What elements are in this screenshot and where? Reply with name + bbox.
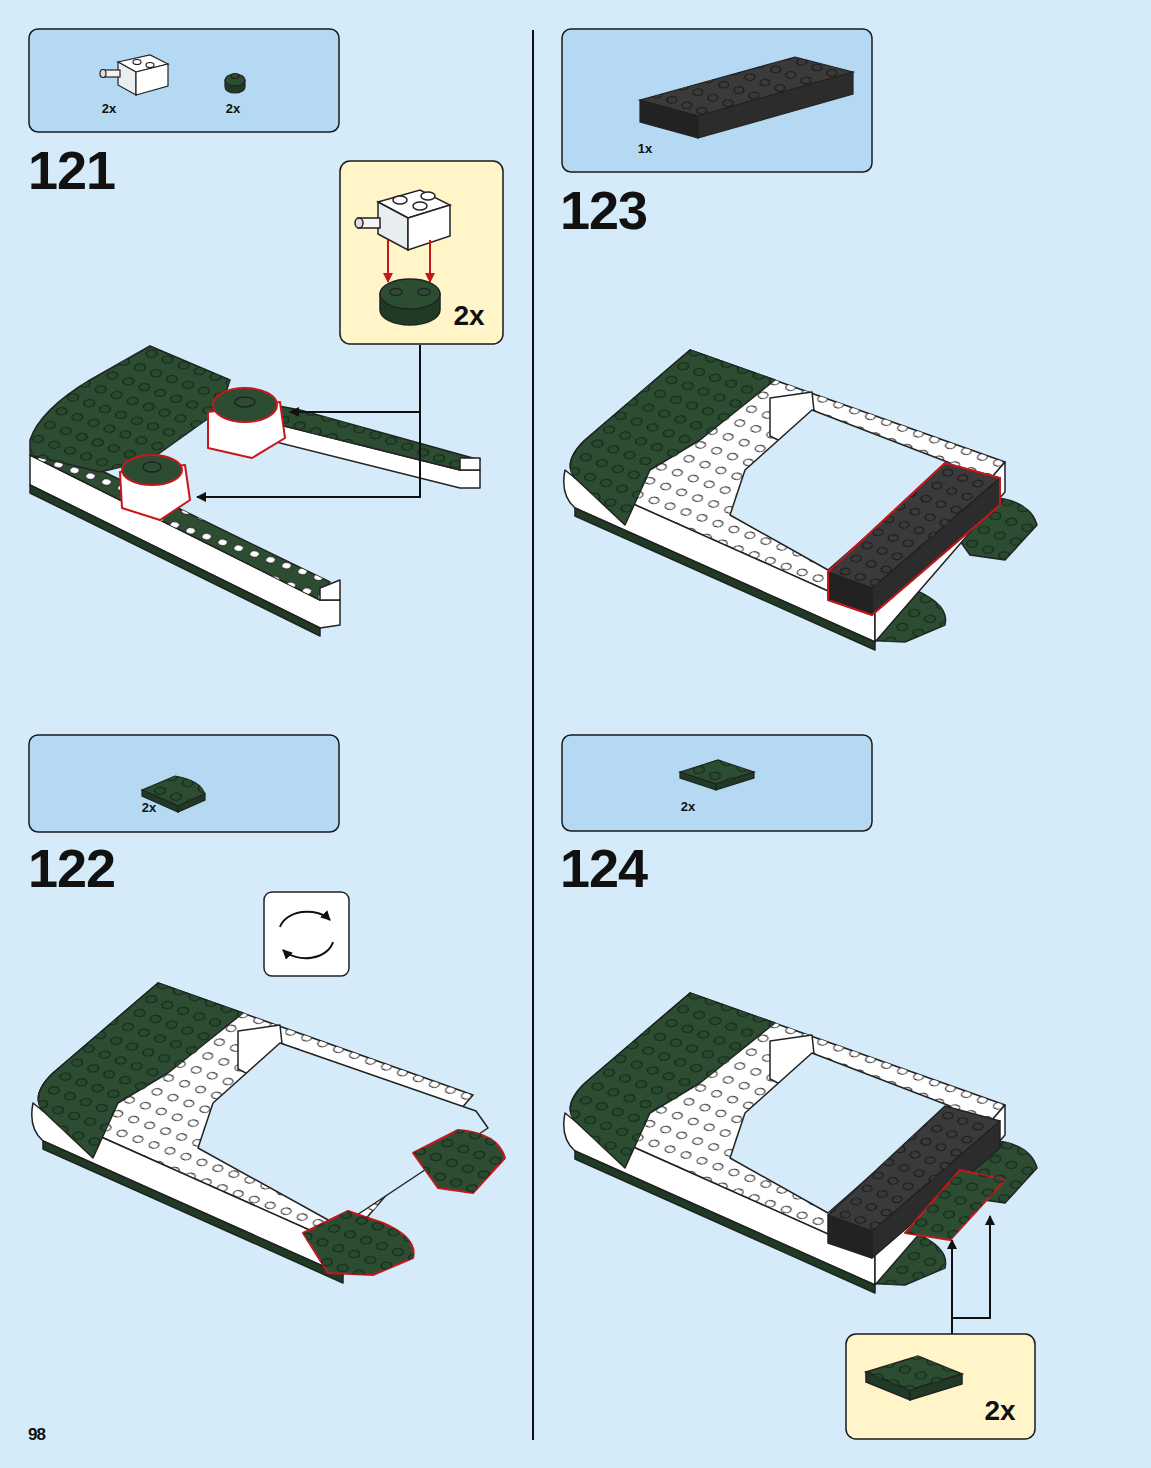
model-illustration-part: [564, 350, 1037, 650]
leader-arrow: [952, 1216, 990, 1334]
quantity-label: 2x: [453, 302, 484, 330]
callout-illustration-part: [413, 202, 427, 210]
leader-arrow-part: [952, 1216, 990, 1318]
part-icon-part: [136, 64, 168, 95]
parts-panel-part: [29, 29, 339, 132]
part-icon-part: [225, 74, 245, 86]
leader-arrow-part: [197, 345, 420, 497]
model-illustration-part: [30, 346, 230, 472]
parts-panel-part: [562, 29, 872, 172]
callout-illustration-part: [380, 279, 440, 309]
model-illustration-part: [413, 1130, 505, 1193]
model-illustration-part: [460, 458, 480, 470]
quantity-label: 2x: [226, 102, 240, 115]
model-illustration-part: [213, 388, 277, 422]
model-illustration-part: [564, 993, 1037, 1293]
parts-list-panel: 1x: [562, 29, 872, 172]
model-illustration-part-part: [828, 463, 1000, 588]
step-number: 123: [560, 183, 647, 237]
quantity-label: 2x: [102, 102, 116, 115]
callout-illustration-part: [393, 196, 407, 204]
parts-list-panel: 2x: [562, 735, 872, 831]
rotate-icon: [264, 892, 349, 976]
part-icon-part: [640, 57, 853, 116]
model-illustration-part: [235, 397, 255, 407]
leader-arrow-part: [290, 411, 420, 413]
leader-arrow-part: [951, 1240, 953, 1334]
page-number: 98: [28, 1426, 45, 1443]
callout-illustration: [866, 1356, 962, 1400]
callout-box: 2x: [846, 1334, 1035, 1439]
model-illustration-part: [198, 1043, 488, 1221]
model-illustration-part: [30, 455, 330, 600]
parts-list-panel: 2x 2x: [29, 29, 339, 132]
step-number: 124: [560, 841, 647, 895]
part-icon-part: [231, 74, 239, 79]
callout-illustration-part: [387, 240, 389, 282]
model-illustration-part-part: [828, 463, 1000, 588]
part-icon-part: [680, 760, 754, 784]
model-illustration: [32, 983, 505, 1283]
callout-illustration-part: [355, 218, 363, 228]
part-icon-part: [133, 60, 141, 65]
callout-box: 2x: [340, 161, 503, 344]
model-illustration-part: [320, 580, 340, 600]
model-illustration-part: [303, 1211, 414, 1275]
model-illustration-part: [30, 346, 230, 472]
callout-panel-part: [846, 1334, 1035, 1439]
callout-illustration-part: [390, 289, 402, 296]
model-illustration: [564, 350, 1037, 1293]
callout-panel: [340, 161, 1035, 1439]
callout-illustration-part: [378, 202, 408, 250]
parts-panel-part: [29, 735, 339, 832]
leader-arrow: [197, 345, 420, 497]
callout-illustration: [355, 190, 450, 325]
quantity-label: 2x: [984, 1397, 1015, 1425]
model-illustration-part: [30, 455, 330, 600]
model-illustration-part: [413, 1130, 505, 1193]
part-icon-part: [146, 63, 154, 68]
model-illustration-part: [30, 455, 340, 628]
step-number: 121: [28, 143, 115, 197]
part-icon-part: [100, 70, 106, 78]
model-illustration-part-part: [828, 463, 1000, 615]
parts-panel-part: [562, 735, 872, 831]
callout-panel-part: [340, 161, 503, 344]
rotate-icon-part: [264, 892, 349, 976]
quantity-label: 2x: [142, 801, 156, 814]
callout-illustration-part: [418, 289, 430, 296]
callout-illustration-part: [866, 1356, 962, 1390]
part-icon-part: [118, 62, 136, 95]
quantity-label: 1x: [638, 142, 652, 155]
model-illustration-part: [143, 462, 161, 472]
model-illustration-part: [303, 1211, 414, 1275]
callout-illustration-part: [421, 192, 435, 200]
step-number: 122: [28, 841, 115, 895]
model-illustration-part: [122, 455, 182, 485]
parts-list-panel: 2x: [29, 735, 339, 832]
column-divider: [532, 30, 534, 1440]
model-illustration: [30, 346, 480, 636]
quantity-label: 2x: [681, 800, 695, 813]
rotate-icon-part: [280, 912, 330, 927]
callout-illustration-part: [429, 240, 431, 282]
rotate-icon-part: [283, 942, 333, 958]
